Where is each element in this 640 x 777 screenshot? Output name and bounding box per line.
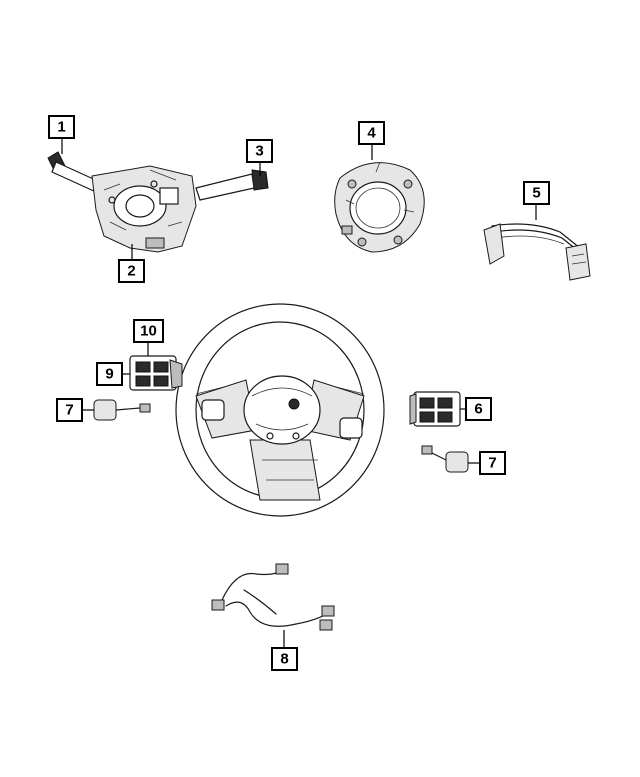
clockspring — [334, 161, 425, 253]
callout-3: 3 — [246, 139, 273, 163]
callout-7-right-label: 7 — [488, 455, 496, 472]
multifunction-switch-assembly — [47, 151, 269, 253]
callout-1-label: 1 — [57, 119, 65, 136]
wiring-harness-5 — [483, 223, 591, 281]
callout-6: 6 — [465, 397, 492, 421]
paddle-switch-right — [421, 445, 469, 473]
callout-3-label: 3 — [255, 143, 263, 160]
callout-7-left-label: 7 — [65, 402, 73, 419]
steering-wheel — [175, 303, 385, 517]
callout-9: 9 — [96, 362, 123, 386]
callout-8-label: 8 — [280, 651, 288, 668]
callout-7-left: 7 — [56, 398, 83, 422]
callout-2: 2 — [118, 259, 145, 283]
wiring-harness-8 — [211, 563, 335, 631]
callout-2-label: 2 — [127, 263, 135, 280]
paddle-switch-left — [93, 399, 151, 421]
leader-lines — [61, 138, 537, 648]
switch-left — [129, 355, 183, 391]
callout-7-right: 7 — [479, 451, 506, 475]
callout-9-label: 9 — [105, 366, 113, 383]
switch-right — [409, 391, 461, 427]
callout-4: 4 — [358, 121, 385, 145]
callout-8: 8 — [271, 647, 298, 671]
callout-5: 5 — [523, 181, 550, 205]
callout-6-label: 6 — [474, 401, 482, 418]
callout-5-label: 5 — [532, 185, 540, 202]
callout-10: 10 — [133, 319, 164, 343]
callout-10-label: 10 — [140, 323, 157, 340]
callout-1: 1 — [48, 115, 75, 139]
callout-4-label: 4 — [367, 125, 376, 142]
